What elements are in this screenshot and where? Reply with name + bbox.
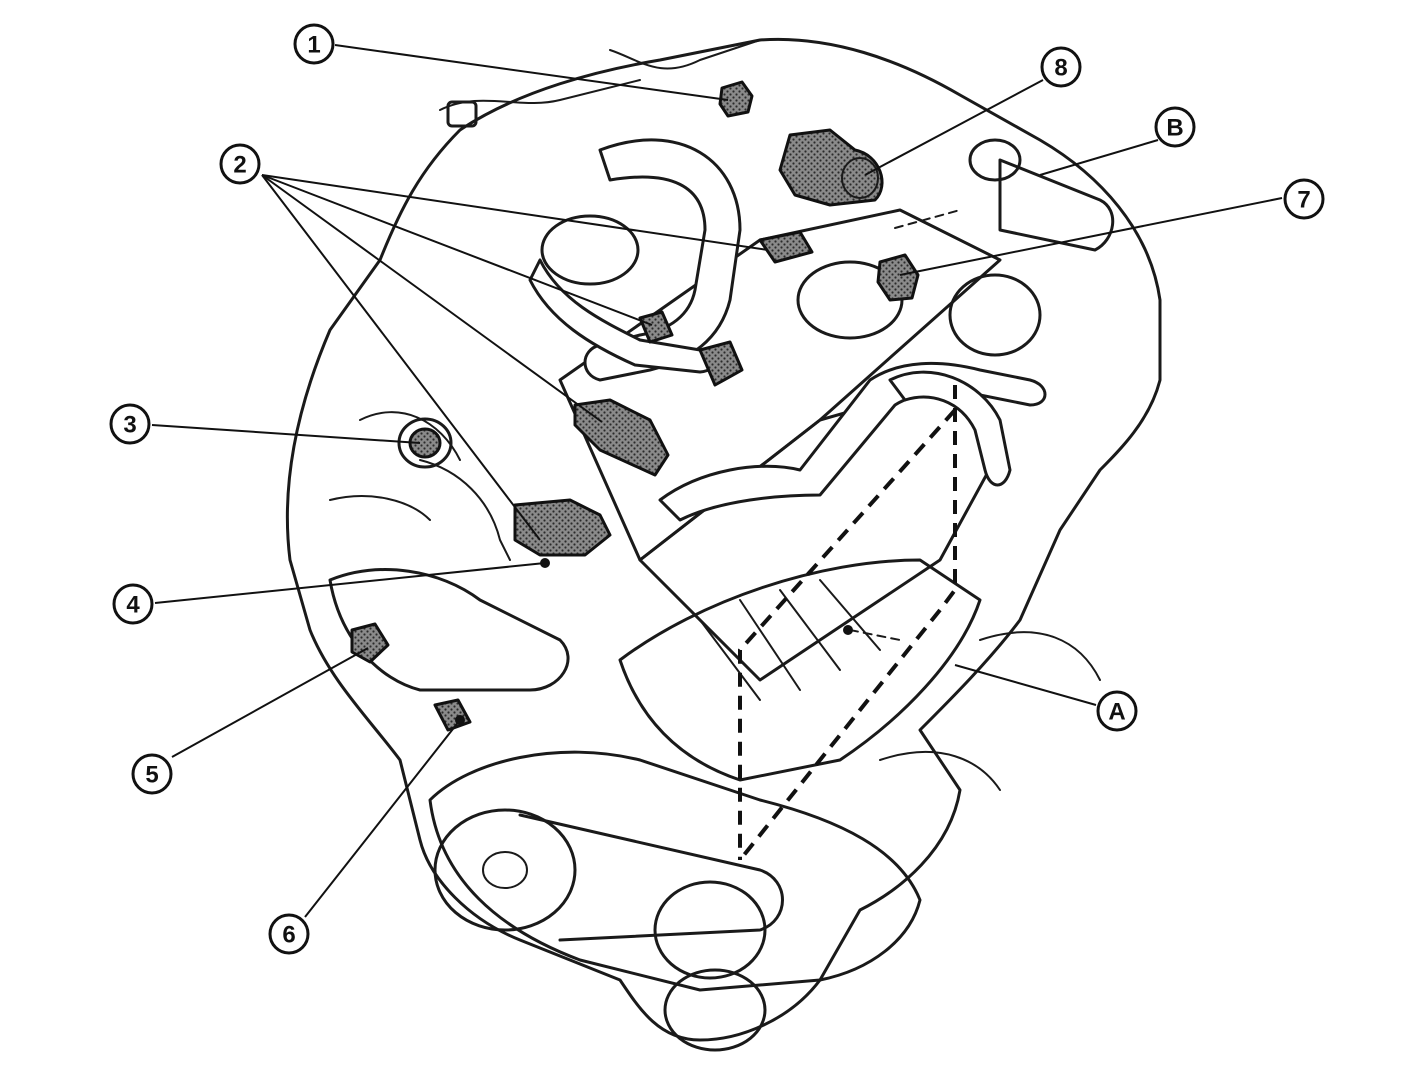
component-2d-shape	[573, 398, 670, 477]
callout-8: 8	[1040, 46, 1082, 88]
leader-2c	[261, 174, 603, 423]
reservoir-cap	[968, 138, 1022, 182]
leader-b	[1039, 139, 1159, 176]
engine-drawing	[285, 37, 1162, 1052]
leader-5	[171, 647, 369, 758]
callout-1-label: 1	[307, 32, 320, 59]
leader-6	[304, 719, 461, 918]
plenum-ribs	[699, 579, 881, 701]
callout-2-label: 2	[233, 152, 246, 179]
highlighted-components	[350, 80, 920, 732]
intake-manifold	[618, 558, 982, 782]
engine-silhouette	[285, 37, 1162, 1042]
callout-7: 7	[1283, 178, 1325, 220]
component-7-shape	[876, 253, 920, 302]
front-cover	[428, 750, 922, 992]
callouts: 1 2 3 4 5 6 7 8	[109, 23, 1325, 955]
leader-2a	[261, 174, 769, 251]
callout-6: 6	[268, 913, 310, 955]
dashed-line-b	[894, 209, 961, 229]
block-rib-lines	[329, 411, 1101, 791]
reservoir-tank	[998, 158, 1115, 252]
component-2c-shape	[698, 340, 744, 387]
upper-plenum-port-3	[948, 273, 1042, 357]
leader-3	[151, 424, 421, 444]
alternator-pulley	[663, 968, 767, 1052]
leader-6-end-dot	[455, 715, 465, 725]
idler-pulley	[653, 880, 767, 980]
heater-hose	[888, 370, 1012, 487]
leader-7	[899, 197, 1283, 276]
callout-3-label: 3	[123, 412, 136, 439]
callout-5-label: 5	[145, 762, 158, 789]
callout-3: 3	[109, 403, 151, 445]
callout-5: 5	[131, 753, 173, 795]
callout-4-label: 4	[126, 592, 140, 619]
component-2a-shape	[758, 230, 814, 264]
callout-1: 1	[293, 23, 335, 65]
component-4-shape	[513, 498, 612, 557]
dashed-line-a-diagonal-lower	[738, 608, 942, 862]
callout-b: B	[1154, 106, 1196, 148]
coolant-hose	[658, 362, 1047, 522]
callout-4: 4	[112, 583, 154, 625]
drive-belt	[518, 813, 784, 942]
leader-2d	[261, 174, 541, 541]
upper-plenum-port-1	[540, 214, 640, 286]
component-3-ring	[397, 417, 453, 469]
leader-4	[154, 562, 546, 604]
leader-1	[334, 44, 729, 101]
callout-7-label: 7	[1297, 187, 1310, 214]
left-cylinder-head	[638, 378, 1002, 682]
component-2b-shape	[638, 310, 674, 344]
callout-a: A	[1096, 690, 1138, 732]
reference-dot	[843, 625, 853, 635]
leader-lines	[151, 44, 1283, 918]
callout-2: 2	[219, 143, 261, 185]
leader-4-end-dot	[540, 558, 550, 568]
upper-hose	[583, 138, 742, 382]
callout-8-label: 8	[1054, 55, 1067, 82]
leader-8	[864, 79, 1044, 176]
callout-a-label: A	[1108, 699, 1125, 726]
component-5-shape	[350, 622, 390, 664]
component-1-shape	[718, 80, 754, 118]
leader-2b	[261, 174, 653, 326]
component-6-shape	[433, 698, 472, 732]
reference-dashes	[738, 209, 961, 862]
leader-a	[954, 664, 1097, 706]
callout-b-label: B	[1166, 115, 1183, 142]
component-8-shape	[778, 128, 884, 207]
dashed-line-a-diagonal-upper	[738, 408, 957, 860]
harness-connector	[446, 100, 478, 128]
crank-pulley-hub	[482, 851, 528, 889]
component-8-face	[841, 157, 879, 199]
dashed-line-a-short	[849, 629, 901, 641]
callout-6-label: 6	[282, 922, 295, 949]
crank-pulley	[433, 808, 577, 932]
